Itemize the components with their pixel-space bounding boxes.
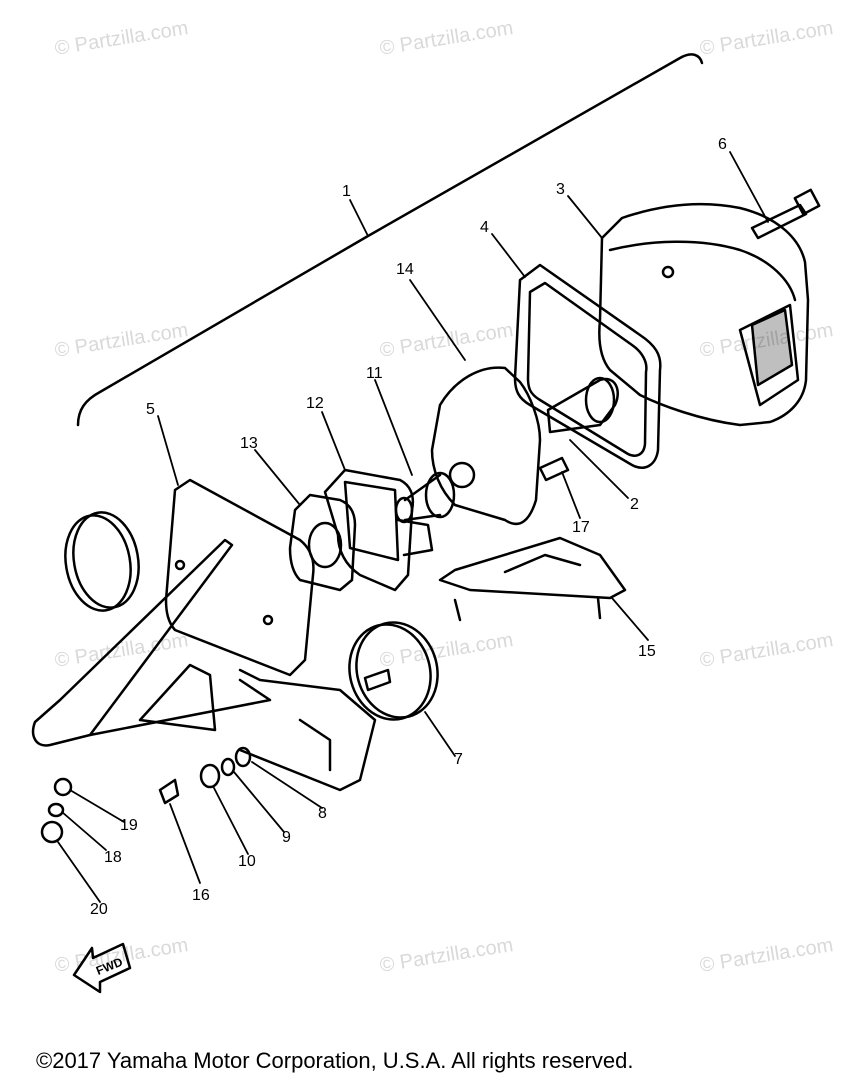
callout-15: 15 <box>638 643 656 660</box>
callout-11: 11 <box>366 365 383 382</box>
fwd-label: FWD <box>94 955 125 978</box>
bracket-part-15 <box>438 536 627 622</box>
callout-12: 12 <box>306 395 324 412</box>
copyright-notice: ©2017 Yamaha Motor Corporation, U.S.A. A… <box>36 1048 634 1073</box>
bulb-part-11 <box>394 471 456 524</box>
callout-14: 14 <box>396 261 414 278</box>
bracket-part-5 <box>31 478 377 792</box>
reflector-part-7 <box>348 621 439 721</box>
callout-2: 2 <box>630 496 639 513</box>
callout-18: 18 <box>104 849 122 866</box>
leader-lines <box>57 151 769 903</box>
callout-1: 1 <box>342 183 351 200</box>
callout-13: 13 <box>240 435 258 452</box>
callout-4: 4 <box>480 219 489 236</box>
socket-part-2 <box>546 376 619 434</box>
housing-part-12 <box>323 468 434 592</box>
washer-part-8 <box>234 746 252 768</box>
callout-16: 16 <box>192 887 210 904</box>
gasket-part-13 <box>288 493 357 592</box>
lens-part-3 <box>598 202 810 427</box>
washer-part-19 <box>53 777 73 797</box>
callout-20: 20 <box>90 901 108 918</box>
washer-part-9 <box>220 757 236 777</box>
nut-part-20 <box>40 820 64 844</box>
screw-part-17 <box>538 456 570 482</box>
nut-part-10 <box>199 763 221 789</box>
cover-part-14 <box>430 366 542 526</box>
reflector-left <box>64 511 140 612</box>
callout-17: 17 <box>572 519 590 536</box>
bolt-part-16 <box>158 778 180 805</box>
fwd-arrow-icon: FWD <box>72 942 132 994</box>
bolt-part-6 <box>750 188 821 240</box>
callout-19: 19 <box>120 817 138 834</box>
washer-part-18 <box>47 802 65 818</box>
callout-3: 3 <box>556 181 565 198</box>
callout-6: 6 <box>718 136 727 153</box>
callout-5: 5 <box>146 401 155 418</box>
callout-10: 10 <box>238 853 256 870</box>
callout-8: 8 <box>318 805 327 822</box>
callout-7: 7 <box>454 751 463 768</box>
gasket-part-4 <box>513 263 662 469</box>
callout-9: 9 <box>282 829 291 846</box>
